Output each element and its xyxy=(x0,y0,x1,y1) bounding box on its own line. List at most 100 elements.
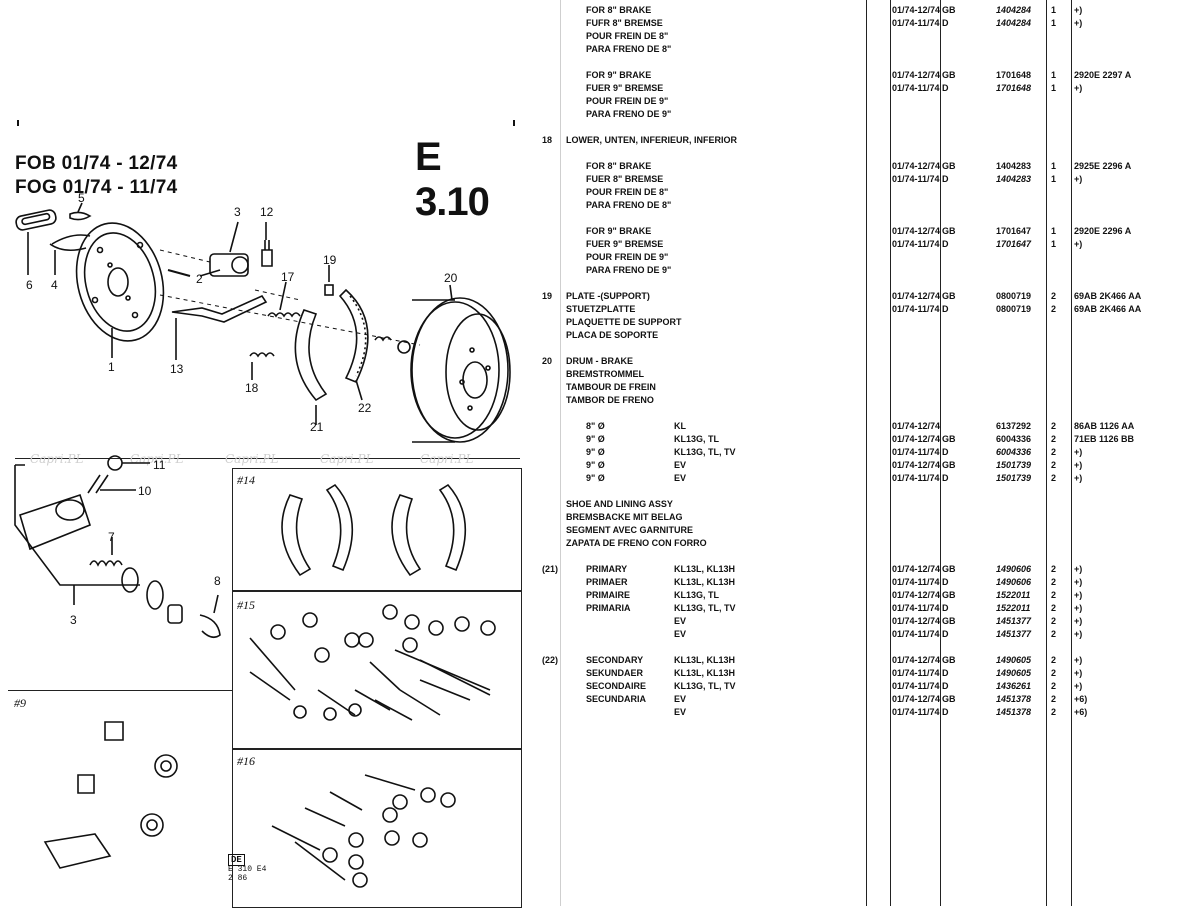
watermark: Capri.PL xyxy=(420,452,474,466)
region-code: GB xyxy=(942,161,956,171)
callout-21: 21 xyxy=(310,420,324,434)
note: +) xyxy=(1074,655,1083,665)
description: PRIMAER xyxy=(586,577,628,587)
date-range: 01/74-12/74 xyxy=(892,564,941,574)
note: +) xyxy=(1074,5,1083,15)
date-range: 01/74-11/74 xyxy=(892,577,940,587)
table-row: POUR FREIN DE 8" xyxy=(530,186,1200,199)
part-number: 0800719 xyxy=(996,304,1032,314)
model-range-header: FOB 01/74 - 12/74 FOG 01/74 - 11/74 xyxy=(15,152,177,200)
region-code: GB xyxy=(942,460,956,470)
model-range-line-1: FOB 01/74 - 12/74 xyxy=(15,153,178,174)
region-code: GB xyxy=(942,694,956,704)
column-divider xyxy=(940,0,941,906)
cylinder-detail-drawing xyxy=(14,455,221,639)
quantity: 1 xyxy=(1051,70,1057,80)
model-code: KL13G, TL, TV xyxy=(674,447,736,457)
description: PARA FRENO DE 9" xyxy=(586,109,672,119)
note: +) xyxy=(1074,18,1083,28)
date-range: 01/74-12/74 xyxy=(892,421,941,431)
note: +) xyxy=(1074,447,1083,457)
region-code: GB xyxy=(942,434,956,444)
description: FUFR 8" BREMSE xyxy=(586,18,663,28)
part-number: 1522011 xyxy=(996,590,1031,600)
date-range: 01/74-12/74 xyxy=(892,161,941,171)
quantity: 1 xyxy=(1051,83,1057,93)
description: POUR FREIN DE 8" xyxy=(586,31,669,41)
date-range: 01/74-11/74 xyxy=(892,304,940,314)
footer-line-2: 2 86 xyxy=(228,874,248,883)
description: SEGMENT AVEC GARNITURE xyxy=(566,525,694,535)
part-number: 1701647 xyxy=(996,226,1032,236)
part-number: 6004336 xyxy=(996,447,1032,457)
table-row xyxy=(530,641,1200,654)
callout-3-detail: 3 xyxy=(70,613,77,627)
model-code: KL13L, KL13H xyxy=(674,668,736,678)
quantity: 2 xyxy=(1051,603,1057,613)
part-number: 1404284 xyxy=(996,18,1032,28)
description: PLACA DE SOPORTE xyxy=(566,330,659,340)
kit-15-box xyxy=(232,590,522,750)
description: PARA FRENO DE 8" xyxy=(586,44,672,54)
date-range: 01/74-11/74 xyxy=(892,239,940,249)
note: +) xyxy=(1074,616,1083,626)
callout-5: 5 xyxy=(78,191,85,205)
description: ZAPATA DE FRENO CON FORRO xyxy=(566,538,707,548)
note: +) xyxy=(1074,239,1083,249)
table-row: SEGMENT AVEC GARNITURE xyxy=(530,524,1200,537)
date-range: 01/74-12/74 xyxy=(892,291,941,301)
kit-9-label: #9 xyxy=(14,696,26,710)
callout-3: 3 xyxy=(234,205,241,219)
note: +) xyxy=(1074,473,1083,483)
table-row xyxy=(530,485,1200,498)
quantity: 2 xyxy=(1051,473,1057,483)
table-row: PARA FRENO DE 8" xyxy=(530,199,1200,212)
table-row: BREMSBACKE MIT BELAG xyxy=(530,511,1200,524)
item-number: (22) xyxy=(542,655,559,665)
quantity: 1 xyxy=(1051,161,1057,171)
date-range: 01/74-12/74 xyxy=(892,226,941,236)
callout-2: 2 xyxy=(196,272,203,286)
watermark: Capri.PL xyxy=(225,452,279,466)
part-number: 0800719 xyxy=(996,291,1032,301)
description: PRIMARIA xyxy=(586,603,631,613)
model-code: EV xyxy=(674,616,687,626)
description: PRIMAIRE xyxy=(586,590,631,600)
part-number: 1701647 xyxy=(996,239,1032,249)
note: +) xyxy=(1074,83,1083,93)
region-code: D xyxy=(942,18,949,28)
quantity: 1 xyxy=(1051,5,1057,15)
region-code: D xyxy=(942,603,949,613)
date-range: 01/74-11/74 xyxy=(892,473,940,483)
note: 86AB 1126 AA xyxy=(1074,421,1135,431)
part-number: 1451378 xyxy=(996,707,1032,717)
note: +) xyxy=(1074,460,1083,470)
page-gutter xyxy=(560,0,561,906)
model-code: EV xyxy=(674,694,687,704)
region-code: GB xyxy=(942,655,956,665)
region-code: D xyxy=(942,473,949,483)
model-code: KL13G, TL xyxy=(674,590,720,600)
callout-4: 4 xyxy=(51,278,58,292)
region-code: GB xyxy=(942,590,956,600)
quantity: 2 xyxy=(1051,577,1057,587)
quantity: 2 xyxy=(1051,707,1057,717)
item-number: 20 xyxy=(542,356,553,366)
description: PLATE -(SUPPORT) xyxy=(566,291,650,301)
description: FOR 9" BRAKE xyxy=(586,70,652,80)
region-code: D xyxy=(942,577,949,587)
